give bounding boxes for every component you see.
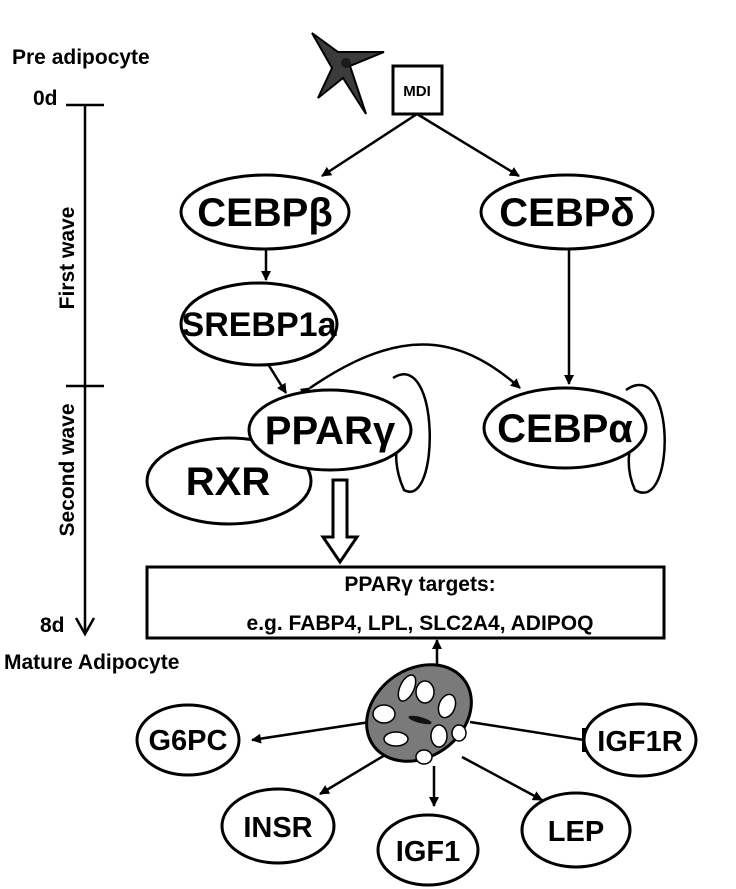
node-g6pc-label: G6PC [149,725,228,757]
mdi-label: MDI [403,83,431,100]
timeline-end-label: 8d [40,614,65,637]
edge-cell-lep [461,755,543,802]
targets-box [145,565,666,640]
node-insr-label: INSR [243,812,312,844]
cebpa-self-loop [625,383,666,494]
node-igf1-label: IGF1 [396,836,460,868]
starburst-icon [311,32,385,115]
node-pparg: PPARγ [247,388,413,472]
node-pparg-label: PPARγ [265,409,396,453]
first-wave-label: First wave [56,207,79,310]
targets-title: PPARγ targets: [344,573,495,596]
node-cebpa: CEBPα [482,386,648,470]
node-igf1r-label: IGF1R [597,726,682,758]
node-cebpb: CEBPβ [179,173,351,251]
edge-cell-igf1r [469,720,585,742]
pparg-self-loop [392,373,432,493]
node-lep-label: LEP [548,816,604,848]
mdi-box [391,64,444,116]
node-srebp1a: SREBP1a [179,281,339,367]
node-cebpb-label: CEBPβ [197,191,333,235]
targets-examples: e.g. FABP4, LPL, SLC2A4, ADIPOQ [247,612,594,635]
timeline-start-label: 0d [33,87,58,110]
starburst-center-icon [341,58,351,68]
edge-mdi-cebpb [321,112,418,178]
node-igf1: IGF1 [376,813,480,887]
timeline-axis [66,103,104,637]
edge-cell-g6pc [251,720,371,744]
node-lep: LEP [520,791,632,869]
edge-pparg-cebpa [299,343,521,398]
edge-mdi-cebpd [416,112,520,178]
pre-adipocyte-label: Pre adipocyte [12,46,150,69]
node-rxr: RXR [145,436,313,526]
node-rxr-label: RXR [186,460,271,504]
mature-adipocyte-cell-icon [365,663,473,765]
node-cebpa-label: CEBPα [497,407,633,451]
node-g6pc: G6PC [135,703,241,777]
edge-srebp1a-pparg [266,363,288,394]
second-wave-label: Second wave [56,403,79,536]
node-srebp1a-label: SREBP1a [182,306,338,344]
node-cebpd-label: CEBPδ [499,191,634,235]
node-cebpd: CEBPδ [479,173,655,251]
hollow-arrow [320,478,360,565]
mature-adipocyte-label: Mature Adipocyte [4,651,179,674]
node-insr: INSR [220,787,336,865]
edge-cell-insr [319,750,391,796]
node-igf1r: IGF1R [582,702,698,778]
